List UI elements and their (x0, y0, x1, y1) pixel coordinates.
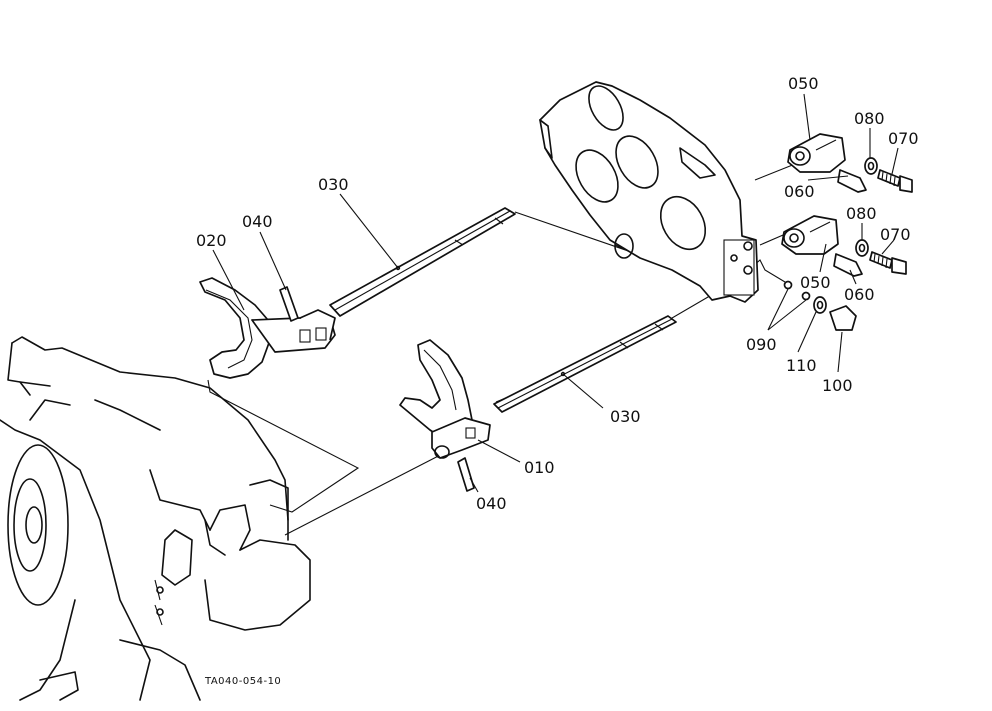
shift-fork-020 (199, 277, 336, 379)
guide-pin-060-upper (837, 169, 867, 193)
spring-pin-040-upper (279, 286, 299, 322)
label-040-upper: 040 (242, 212, 273, 231)
guide-pin-060-lower (833, 253, 863, 277)
washer-080-lower (855, 239, 869, 257)
shift-rod-030-lower (493, 315, 677, 413)
label-110: 110 (786, 356, 817, 375)
shift-fork-010 (399, 339, 491, 459)
label-050-upper: 050 (788, 74, 819, 93)
label-070-lower: 070 (880, 225, 911, 244)
part-labels: 020 040 030 010 040 030 050 080 070 060 … (196, 74, 919, 687)
spring-pin-040-lower (457, 457, 475, 492)
plug-100 (829, 305, 857, 331)
label-020: 020 (196, 231, 227, 250)
cover-plate (539, 81, 759, 303)
label-010: 010 (524, 458, 555, 477)
washer-080-upper (864, 157, 878, 175)
label-060-upper: 060 (784, 182, 815, 201)
label-060-lower: 060 (844, 285, 875, 304)
shift-arm-050-lower (781, 215, 839, 255)
label-040-lower: 040 (476, 494, 507, 513)
callout-leaders (212, 93, 899, 493)
transmission-housing (0, 336, 311, 701)
detent-balls-090 (783, 280, 811, 301)
shift-rod-030-upper (329, 207, 516, 317)
bolt-070-upper (877, 169, 913, 193)
label-070-upper: 070 (888, 129, 919, 148)
label-100: 100 (822, 376, 853, 395)
drawing-code: TA040-054-10 (204, 676, 281, 687)
label-080-lower: 080 (846, 204, 877, 223)
label-080-upper: 080 (854, 109, 885, 128)
label-050-lower: 050 (800, 273, 831, 292)
seal-washer-110 (813, 296, 827, 314)
shift-arm-050-upper (787, 133, 846, 173)
label-030-upper: 030 (318, 175, 349, 194)
bolt-070-lower (869, 251, 907, 275)
label-090: 090 (746, 335, 777, 354)
label-030-lower: 030 (610, 407, 641, 426)
